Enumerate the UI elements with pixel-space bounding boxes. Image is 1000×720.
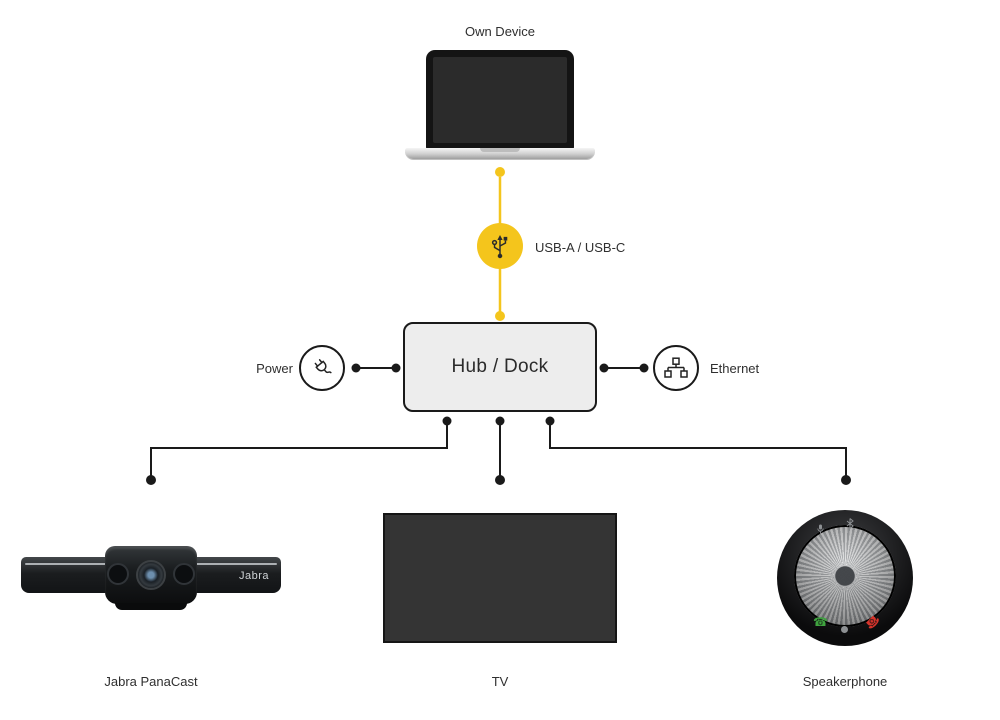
mic-icon [817, 524, 824, 534]
panacast-base [115, 603, 187, 610]
speakerphone-illustration: ☎ ☎ [777, 510, 913, 646]
power-label: Power [256, 361, 293, 376]
tv-illustration [383, 513, 617, 643]
ethernet-label: Ethernet [710, 361, 760, 376]
speakerphone-grille [794, 525, 896, 627]
laptop-display [433, 57, 567, 143]
usb-badge [477, 223, 523, 269]
panacast-left-lens [107, 563, 129, 585]
panacast-right-lens [173, 563, 195, 585]
laptop-screen [426, 50, 574, 149]
ethernet-network-icon [664, 356, 688, 378]
laptop-notch [480, 148, 520, 152]
panacast-camera-module [105, 546, 197, 604]
power-plug-icon [314, 359, 332, 374]
speakerphone-logo-dot [841, 626, 848, 633]
hub-dock-label: Hub / Dock [451, 356, 549, 377]
bluetooth-icon [846, 518, 854, 529]
panacast-center-lens [136, 560, 166, 590]
hub-dock-box: Hub / Dock [403, 322, 597, 412]
camera-label: Jabra PanaCast [104, 674, 198, 689]
laptop-illustration [405, 50, 595, 160]
laptop-base [405, 148, 595, 159]
speakerphone-label: Speakerphone [802, 674, 888, 689]
power-badge [299, 345, 345, 391]
tv-label: TV [491, 674, 509, 689]
panacast-illustration: Jabra [21, 546, 281, 612]
own-device-label: Own Device [464, 24, 536, 39]
usb-label: USB-A / USB-C [535, 240, 626, 255]
panacast-brand-text: Jabra [238, 570, 269, 582]
ethernet-badge [653, 345, 699, 391]
usb-trident-icon [491, 234, 508, 258]
call-accept-icon: ☎ [813, 615, 828, 629]
